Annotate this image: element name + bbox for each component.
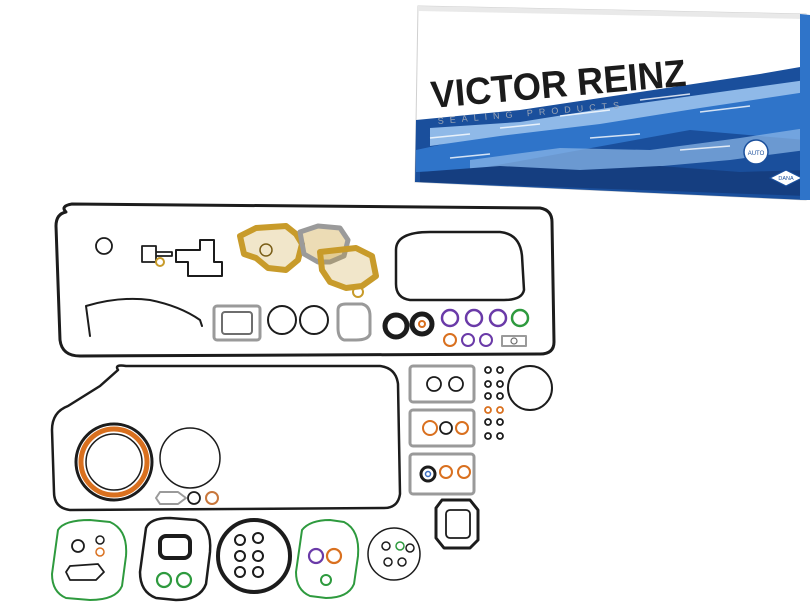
front-cover-seal-ring — [216, 518, 292, 594]
badge-label: AUTO — [748, 151, 765, 157]
oil-seal-core — [418, 320, 426, 328]
bottom-ring-c — [95, 547, 105, 557]
oil-seal-1 — [382, 312, 410, 340]
product-box: VICTOR REINZ SEALING PRODUCTS AUTO DANA — [414, 5, 810, 201]
ring-round-2 — [299, 305, 329, 335]
intake-gasket-right — [317, 245, 379, 291]
tiny-ring-c — [405, 543, 415, 553]
gasket-kit — [50, 202, 556, 602]
exhaust-plate-1 — [408, 364, 476, 404]
oil-seal-2 — [409, 311, 435, 337]
o-ring-purple-2 — [464, 308, 484, 328]
oil-pan-gasket — [50, 364, 402, 512]
angled-black-gasket — [434, 498, 480, 550]
square-flange-gasket — [212, 304, 262, 342]
green-water-pump-gasket — [295, 519, 360, 599]
tab-hole — [510, 337, 518, 345]
small-gold-ring — [352, 286, 364, 298]
oval-gasket — [336, 302, 372, 342]
o-ring-purple-4 — [461, 333, 475, 347]
tiny-ring-a — [381, 541, 391, 551]
box-side-edge — [800, 14, 810, 200]
orange-ring-a — [325, 547, 343, 565]
bottom-ring-b — [95, 535, 105, 545]
small-flange-gasket — [155, 491, 187, 505]
bottom-small-flange — [65, 563, 105, 581]
exhaust-plate-3 — [408, 452, 476, 496]
certification-badge: AUTO — [743, 139, 769, 165]
green-ring-a — [155, 571, 173, 589]
large-thin-ring — [159, 427, 221, 489]
o-ring-purple-5 — [479, 333, 493, 347]
angled-gasket-window — [445, 509, 471, 539]
valve-cover-gasket — [54, 202, 556, 358]
rear-crank-seal-lip — [78, 426, 150, 498]
large-black-ring-right — [507, 365, 553, 411]
green-ring-c — [320, 574, 332, 586]
small-plug-ring — [95, 237, 113, 255]
blue-wave-pattern — [415, 66, 806, 200]
purple-ring-a — [307, 547, 325, 565]
o-ring-green-small — [510, 308, 530, 328]
intake-port-hole — [259, 243, 273, 257]
dana-label: DANA — [778, 176, 794, 182]
tiny-ring-e — [397, 557, 407, 567]
thin-black-ring-bottom — [367, 527, 421, 581]
rear-crank-seal-outer — [74, 422, 154, 502]
copper-washer — [155, 257, 165, 267]
green-ring-b — [175, 571, 193, 589]
tiny-ring-b — [395, 541, 405, 551]
square-flange-inner — [221, 311, 253, 335]
copper-washer-2 — [205, 491, 219, 505]
box-top-edge — [418, 6, 806, 19]
tiny-ring-d — [383, 557, 393, 567]
green-cover-gasket — [51, 519, 128, 601]
o-ring-purple-1 — [440, 308, 460, 328]
injector-ring-set — [234, 532, 264, 578]
rear-crank-seal-inner — [85, 433, 143, 491]
small-washer-grid — [484, 366, 504, 440]
thermostat-rect-seal — [158, 534, 192, 560]
ring-round-1 — [267, 305, 297, 335]
o-ring-purple-3 — [488, 308, 508, 328]
o-ring-orange-1 — [443, 333, 457, 347]
pump-cover-gasket — [175, 239, 223, 277]
bottom-ring-a — [71, 539, 85, 553]
small-ring-black — [187, 491, 201, 505]
thermostat-housing-gasket — [138, 516, 212, 602]
small-tab-gasket — [501, 335, 527, 347]
timing-cover-gasket — [394, 230, 526, 302]
exhaust-plate-2 — [408, 408, 476, 448]
cover-gasket-inner — [85, 297, 203, 337]
